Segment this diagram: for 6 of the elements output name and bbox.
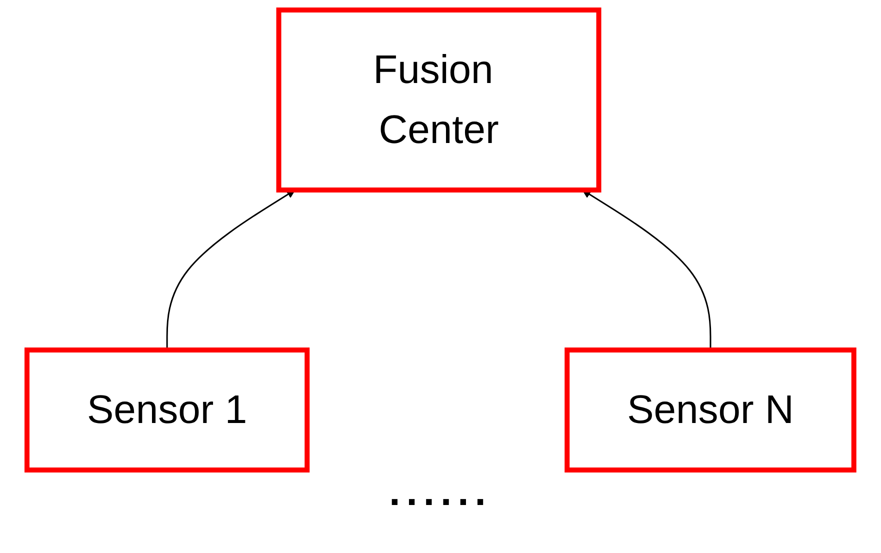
node-box: Sensor 1 [24, 348, 310, 472]
ellipsis-dots: ...... [389, 470, 492, 514]
arrow [582, 190, 712, 350]
arrow [166, 190, 296, 350]
node-box: Fusion Center [276, 8, 602, 192]
node-box: Sensor N [564, 348, 856, 472]
